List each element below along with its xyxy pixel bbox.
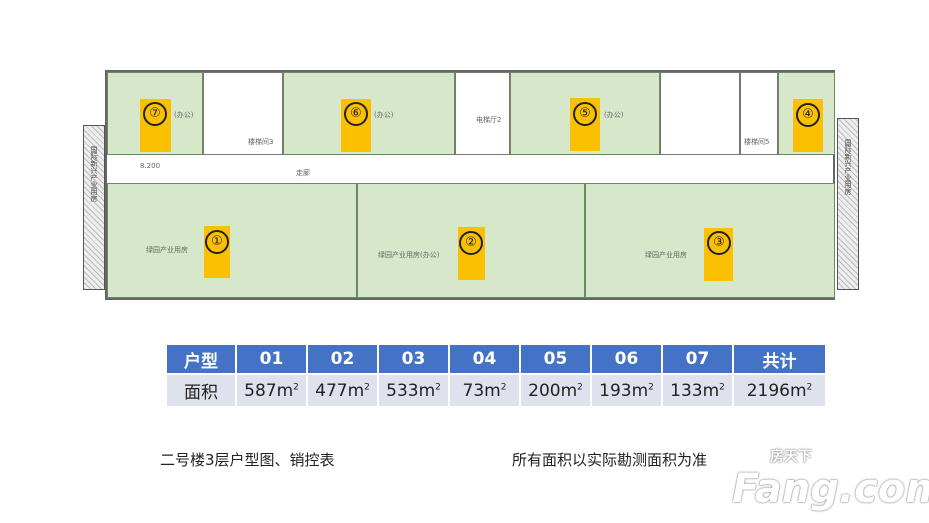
header-cell: 01 (235, 343, 308, 375)
caption-left: 二号楼3层户型图、销控表 (160, 451, 335, 469)
unit-marker-03: ③ (704, 228, 733, 281)
left-adjacent-building: 国际新兴产业用房 (83, 125, 105, 290)
unit-marker-07: ⑦ (140, 99, 171, 152)
header-cell: 共计 (732, 343, 827, 375)
area-cell: 193m2 (590, 373, 663, 408)
area-cell: 200m2 (519, 373, 592, 408)
elevator-hall: 电梯厅2 (455, 72, 510, 155)
unit-number: ⑥ (344, 102, 368, 126)
unit-marker-04: ④ (793, 99, 823, 152)
stair-core-5: 楼梯间5 (740, 72, 778, 155)
area-cell: 477m2 (306, 373, 379, 408)
table-header-row: 户型 01 02 03 04 05 06 07 共计 (165, 343, 827, 375)
area-cell: 73m2 (448, 373, 521, 408)
header-cell: 07 (661, 343, 734, 375)
side-label: 国际新兴产业用房 (90, 146, 98, 202)
unit-number: ⑤ (573, 102, 597, 126)
unit-01[interactable] (107, 183, 357, 298)
unit-label: 绿园产业用房(办公) (378, 251, 440, 259)
header-cell: 03 (377, 343, 450, 375)
stair-label: 楼梯间5 (744, 138, 770, 146)
unit-marker-06: ⑥ (341, 99, 371, 152)
header-cell: 06 (590, 343, 663, 375)
elevation-mark: 8.200 (140, 162, 161, 170)
header-cell: 05 (519, 343, 592, 375)
corridor-label: 走廊 (296, 169, 310, 177)
right-adjacent-building: 国际新兴产业用房 (837, 118, 859, 290)
unit-number: ⑦ (143, 102, 167, 126)
row-label: 面积 (165, 373, 237, 408)
area-table: 户型 01 02 03 04 05 06 07 共计 面积 587m2 477m… (165, 343, 827, 408)
area-cell: 533m2 (377, 373, 450, 408)
header-cell: 户型 (165, 343, 237, 375)
unit-label: (办公) (604, 111, 624, 119)
watermark-cn: 房天下 (770, 449, 812, 465)
area-cell-total: 2196m2 (732, 373, 827, 408)
unit-number: ④ (796, 103, 820, 127)
restrooms (660, 72, 740, 155)
side-label: 国际新兴产业用房 (844, 139, 852, 195)
watermark-brand: Fang.com (732, 466, 929, 512)
unit-number: ③ (707, 231, 731, 255)
unit-marker-02: ② (458, 227, 485, 280)
header-cell: 04 (448, 343, 521, 375)
unit-marker-05: ⑤ (570, 98, 600, 151)
caption-right: 所有面积以实际勘测面积为准 (512, 451, 708, 469)
unit-number: ② (459, 231, 483, 255)
unit-label: (办公) (374, 111, 394, 119)
area-cell: 587m2 (235, 373, 308, 408)
unit-label: 绿园产业用房 (645, 251, 687, 259)
unit-label: 绿园产业用房 (146, 246, 188, 254)
stair-core-3: 楼梯间3 (203, 72, 283, 155)
unit-label: (办公) (174, 111, 194, 119)
header-cell: 02 (306, 343, 379, 375)
table-row: 面积 587m2 477m2 533m2 73m2 200m2 193m2 13… (165, 373, 827, 408)
unit-number: ① (205, 230, 229, 254)
elevator-label: 电梯厅2 (476, 116, 502, 124)
unit-marker-01: ① (204, 226, 230, 278)
stair-label: 楼梯间3 (248, 138, 274, 146)
area-cell: 133m2 (661, 373, 734, 408)
